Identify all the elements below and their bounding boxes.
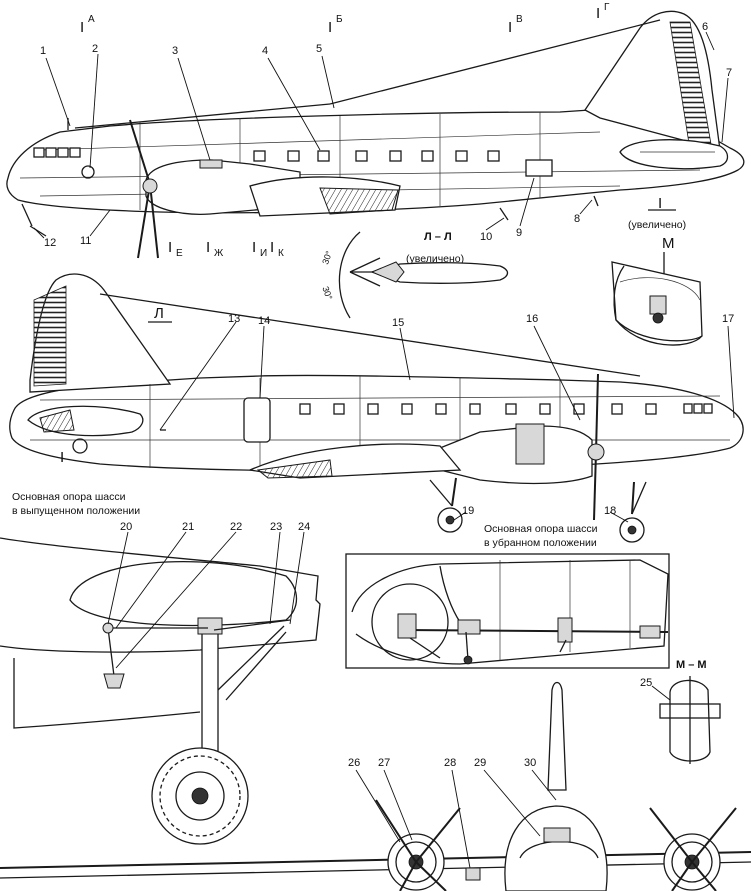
callout-27: 27	[378, 757, 390, 769]
callout-30: 30	[524, 757, 536, 769]
view-i-marker: I	[60, 449, 64, 466]
callout-21: 21	[182, 521, 194, 533]
section-mark-b: I	[328, 19, 332, 36]
callout-6: 6	[702, 21, 708, 33]
callout-29: 29	[474, 757, 486, 769]
section-letter-i: И	[260, 248, 267, 259]
side-view-bottom: Л I 13 14 15 16 17 18 19	[9, 273, 744, 543]
section-letter-b: Б	[336, 14, 343, 25]
callout-4: 4	[262, 45, 268, 57]
section-letter-e: Е	[176, 248, 183, 259]
gear-extended-detail: 20 21 22 23 24	[0, 521, 321, 845]
view-i-subtitle: (увеличено)	[628, 219, 686, 231]
section-mark-e: I	[168, 239, 172, 256]
detail-view-m: М	[611, 235, 703, 346]
callout-17: 17	[722, 313, 734, 325]
section-letter-g: Г	[604, 2, 610, 13]
angle-down-label: 30°	[320, 285, 334, 302]
callout-1: 1	[40, 45, 46, 57]
section-marks-top: I А I Б I В I Г I Е I Ж I И I К	[80, 2, 610, 259]
callout-22: 22	[230, 521, 242, 533]
callout-9: 9	[516, 227, 522, 239]
section-l-title: Л – Л	[424, 231, 452, 243]
callout-leaders-top	[33, 31, 729, 239]
section-mark-a: I	[80, 19, 84, 36]
view-i-title: I	[658, 195, 662, 212]
callout-26: 26	[348, 757, 360, 769]
view-l-marker: Л	[154, 305, 164, 322]
section-m-m: М – М 25	[640, 659, 721, 764]
callout-24: 24	[298, 521, 310, 533]
gear-extended-caption-line2: в выпущенном положении	[12, 505, 140, 517]
section-mark-g: I	[596, 5, 600, 22]
callout-10: 10	[480, 231, 492, 243]
callout-13: 13	[228, 313, 240, 325]
section-l-l: Л – Л (увеличено) 30° 30°	[320, 231, 509, 319]
callout-16: 16	[526, 313, 538, 325]
callout-8: 8	[574, 213, 580, 225]
front-view: 26 27 28 29 30	[0, 681, 751, 891]
gear-extended-caption-line1: Основная опора шасси	[12, 491, 126, 503]
callout-14: 14	[258, 315, 270, 327]
section-mark-i: I	[252, 239, 256, 256]
detail-view-i: I (увеличено)	[628, 195, 686, 231]
section-mark-k: I	[270, 239, 274, 256]
callout-20: 20	[120, 521, 132, 533]
section-letter-k: К	[278, 248, 284, 259]
gear-retracted-caption-line1: Основная опора шасси	[484, 523, 598, 535]
view-m-marker: М	[662, 235, 675, 252]
callout-18: 18	[604, 505, 616, 517]
callout-11: 11	[80, 235, 91, 247]
cabin-windows-bottom	[299, 403, 713, 415]
callout-19: 19	[462, 505, 474, 517]
section-mark-zh: I	[206, 239, 210, 256]
callout-28: 28	[444, 757, 456, 769]
callout-3: 3	[172, 45, 178, 57]
callout-23: 23	[270, 521, 282, 533]
gear-retracted-detail	[345, 553, 670, 669]
callout-12: 12	[44, 237, 56, 249]
section-letter-a: А	[88, 14, 95, 25]
callout-2: 2	[92, 43, 98, 55]
angle-up-label: 30°	[320, 249, 334, 266]
section-letter-v: В	[516, 14, 523, 25]
callout-7: 7	[726, 67, 732, 79]
section-letter-zh: Ж	[214, 248, 224, 259]
gear-retracted-caption-line2: в убранном положении	[484, 537, 597, 549]
section-mark-v: I	[508, 19, 512, 36]
callout-15: 15	[392, 317, 404, 329]
cabin-windows-top	[253, 150, 500, 162]
callout-5: 5	[316, 43, 322, 55]
callout-25: 25	[640, 677, 652, 689]
section-m-title: М – М	[676, 659, 707, 671]
side-view-top: I А I Б I В I Г I Е I Ж I И I К	[6, 2, 745, 259]
